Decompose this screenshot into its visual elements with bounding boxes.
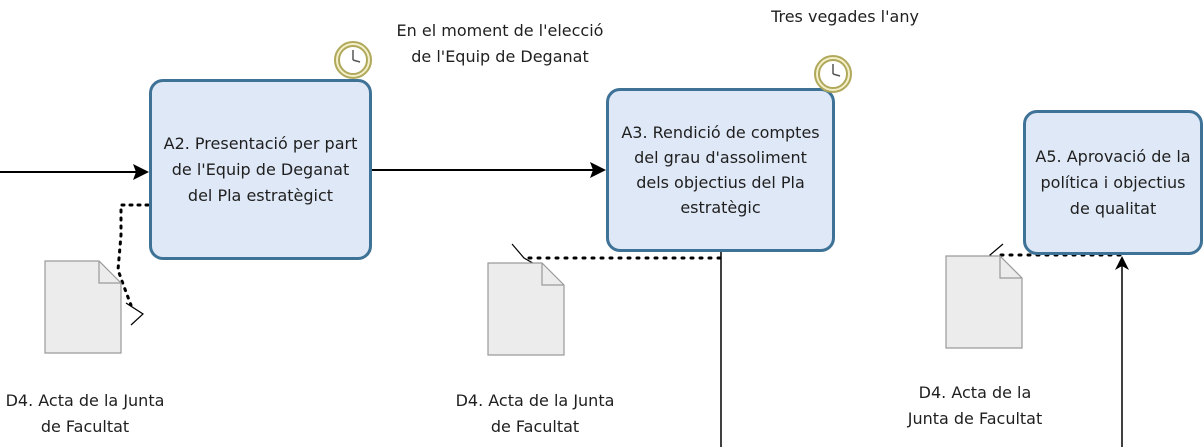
task-a2-label: A2. Presentació per part de l'Equip de D… — [163, 133, 358, 205]
task-a3[interactable]: A3. Rendició de comptes del grau d'assol… — [606, 88, 835, 252]
task-a3-label: A3. Rendició de comptes del grau d'assol… — [621, 123, 820, 217]
timer-clock-icon — [334, 41, 372, 79]
arrowhead-a3 — [590, 162, 606, 178]
document-2-label: D4. Acta de la Junta de Facultat — [455, 391, 615, 436]
arrowhead-a2 — [133, 164, 149, 180]
document-3-label: D4. Acta de la Junta de Facultat — [907, 383, 1043, 428]
timer-1-label: En el moment de l'elecció de l'Equip de … — [396, 21, 604, 66]
association-a2-doc — [116, 203, 150, 307]
document-icon — [487, 262, 565, 356]
timer-clock-icon — [814, 55, 852, 93]
task-a5[interactable]: A5. Aprovació de la política i objectius… — [1023, 110, 1203, 255]
document-1-label: D4. Acta de la Junta de Facultat — [5, 391, 165, 436]
document-icon — [945, 255, 1023, 349]
task-a2[interactable]: A2. Presentació per part de l'Equip de D… — [149, 79, 372, 260]
arrowhead-a5 — [1115, 256, 1129, 270]
document-icon — [44, 260, 122, 354]
assoc-arrow-a2-doc — [125, 302, 144, 326]
task-a5-label: A5. Aprovació de la política i objectius… — [1035, 146, 1191, 218]
timer-2-label: Tres vegades l'any — [771, 7, 919, 26]
